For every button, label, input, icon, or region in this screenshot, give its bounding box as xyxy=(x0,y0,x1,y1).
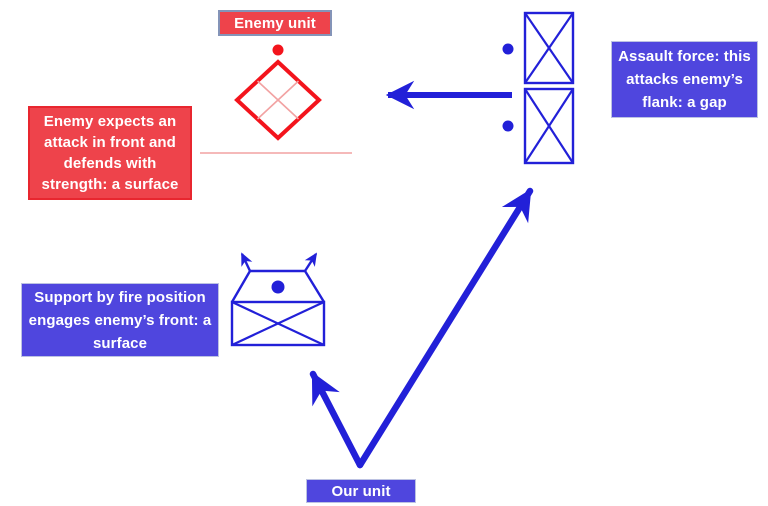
our-unit-label: Our unit xyxy=(306,479,416,503)
enemy-defense-callout: Enemy expects an attack in front and def… xyxy=(28,106,192,200)
assault-dot-icon xyxy=(502,120,514,132)
our-unit-to-assault-arrow-icon xyxy=(356,187,534,469)
enemy-dot-icon xyxy=(272,44,284,56)
sbf-dot-icon xyxy=(271,280,285,294)
assault-force-callout: Assault force: this attacks enemy’s flan… xyxy=(611,41,758,118)
sbf-left-arrow-icon xyxy=(240,252,253,272)
assault-unit-rect-2 xyxy=(523,87,575,165)
sbf-graphic-trapezoid xyxy=(230,269,326,303)
assault-unit-rect-1 xyxy=(523,11,575,85)
sbf-right-arrow-icon xyxy=(303,252,318,272)
sbf-unit-rect xyxy=(230,300,326,347)
enemy-diamond-icon xyxy=(234,59,322,141)
support-by-fire-symbol-icon xyxy=(230,252,326,347)
our-unit-to-sbf-arrow-icon xyxy=(309,370,364,469)
assault-dot-icon xyxy=(502,43,514,55)
sbf-unit-x xyxy=(231,301,325,346)
maneuver-arrows xyxy=(309,80,534,469)
enemy-unit-label: Enemy unit xyxy=(218,10,332,36)
assault-unit-x xyxy=(524,88,574,164)
enemy-diamond-cross-line xyxy=(256,80,300,120)
assault-unit-x xyxy=(524,12,574,84)
assault-force-symbol-icon xyxy=(502,11,575,165)
support-by-fire-callout: Support by fire position engages enemy’s… xyxy=(21,283,219,357)
enemy-unit-symbol-icon xyxy=(200,44,352,154)
